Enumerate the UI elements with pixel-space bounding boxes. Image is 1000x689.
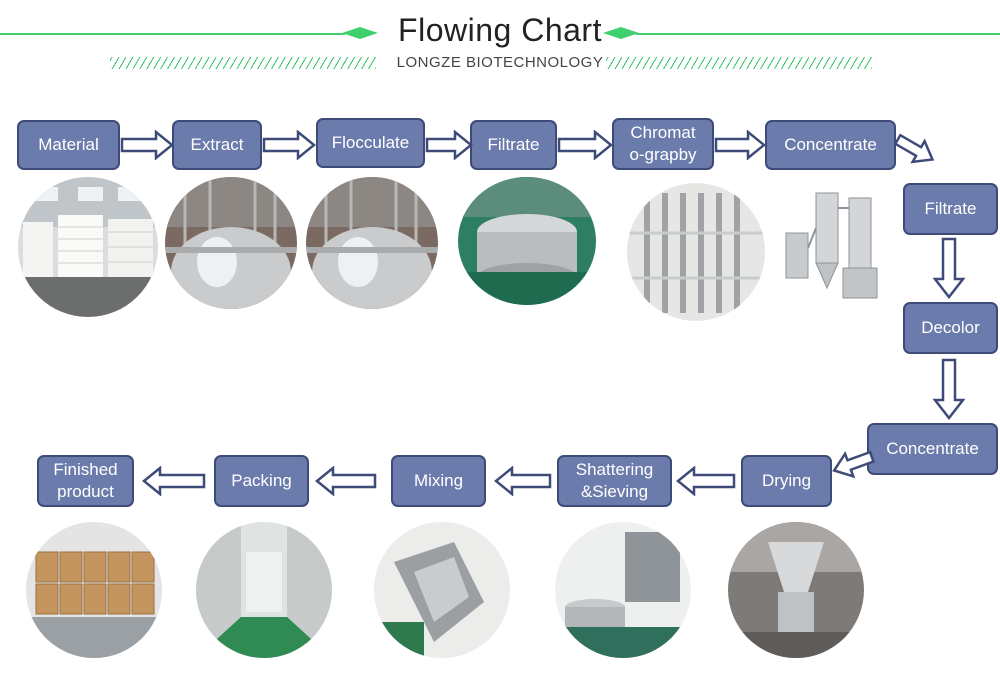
header-line-left	[0, 33, 345, 35]
step-label: Mixing	[413, 471, 464, 490]
step-finished-product: Finished product	[37, 455, 134, 507]
step-decolor: Decolor	[903, 302, 998, 354]
arrow-right-icon	[262, 130, 316, 160]
photo-flocculation-tank	[306, 177, 438, 309]
step-filtrate-1: Filtrate	[470, 120, 557, 170]
step-label: Material	[38, 135, 99, 154]
step-material: Material	[17, 120, 120, 170]
page-subtitle: LONGZE BIOTECHNOLOGY	[396, 54, 604, 71]
step-label: Decolor	[921, 318, 980, 337]
diamond-right-icon	[603, 27, 639, 39]
step-filtrate-2: Filtrate	[903, 183, 998, 235]
photo-chromatography	[627, 183, 765, 321]
photo-mixer	[374, 522, 510, 658]
header-line-right	[636, 33, 1000, 35]
photo-centrifuge	[458, 177, 596, 305]
arrow-diagonal-left-icon	[832, 450, 875, 479]
step-label: Filtrate	[924, 199, 977, 218]
arrow-left-icon	[142, 466, 206, 496]
step-label: Packing	[231, 471, 292, 490]
step-flocculate: Flocculate	[316, 118, 425, 168]
arrow-right-icon	[714, 130, 766, 160]
step-label: Chromat o-grapby	[629, 123, 697, 164]
step-label: Filtrate	[487, 135, 540, 154]
step-extract: Extract	[172, 120, 262, 170]
step-drying: Drying	[741, 455, 832, 507]
arrow-right-icon	[120, 130, 174, 160]
arrow-left-icon	[676, 466, 736, 496]
step-label: Concentrate	[784, 135, 877, 154]
arrow-right-icon	[557, 130, 613, 160]
photo-finished-product	[26, 522, 162, 658]
hatch-right	[606, 57, 872, 69]
step-shattering-sieving: Shattering &Sieving	[557, 455, 672, 507]
photo-warehouse	[18, 177, 158, 317]
photo-extraction-tank	[165, 177, 297, 309]
step-packing: Packing	[214, 455, 309, 507]
arrow-left-icon	[315, 466, 377, 496]
arrow-left-icon	[494, 466, 552, 496]
step-label: Finished product	[53, 460, 118, 501]
photo-sieving-machine	[555, 522, 691, 658]
photo-clean-room	[196, 522, 332, 658]
photo-concentrator	[781, 188, 881, 306]
photo-drying-tower	[728, 522, 864, 658]
arrow-down-icon	[933, 358, 965, 420]
arrow-right-icon	[425, 130, 473, 160]
hatch-left	[110, 57, 376, 69]
arrow-down-icon	[933, 237, 965, 299]
diamond-left-icon	[342, 27, 378, 39]
page-title: Flowing Chart	[398, 12, 602, 48]
step-label: Concentrate	[886, 439, 979, 458]
step-chromatography: Chromat o-grapby	[612, 118, 714, 170]
step-label: Flocculate	[331, 133, 410, 152]
step-concentrate-2: Concentrate	[867, 423, 998, 475]
step-concentrate-1: Concentrate	[765, 120, 896, 170]
step-label: Extract	[190, 135, 244, 154]
step-mixing: Mixing	[391, 455, 486, 507]
arrow-diagonal-down-icon	[893, 133, 935, 164]
step-label: Drying	[761, 471, 812, 490]
step-label: Shattering &Sieving	[575, 460, 654, 501]
